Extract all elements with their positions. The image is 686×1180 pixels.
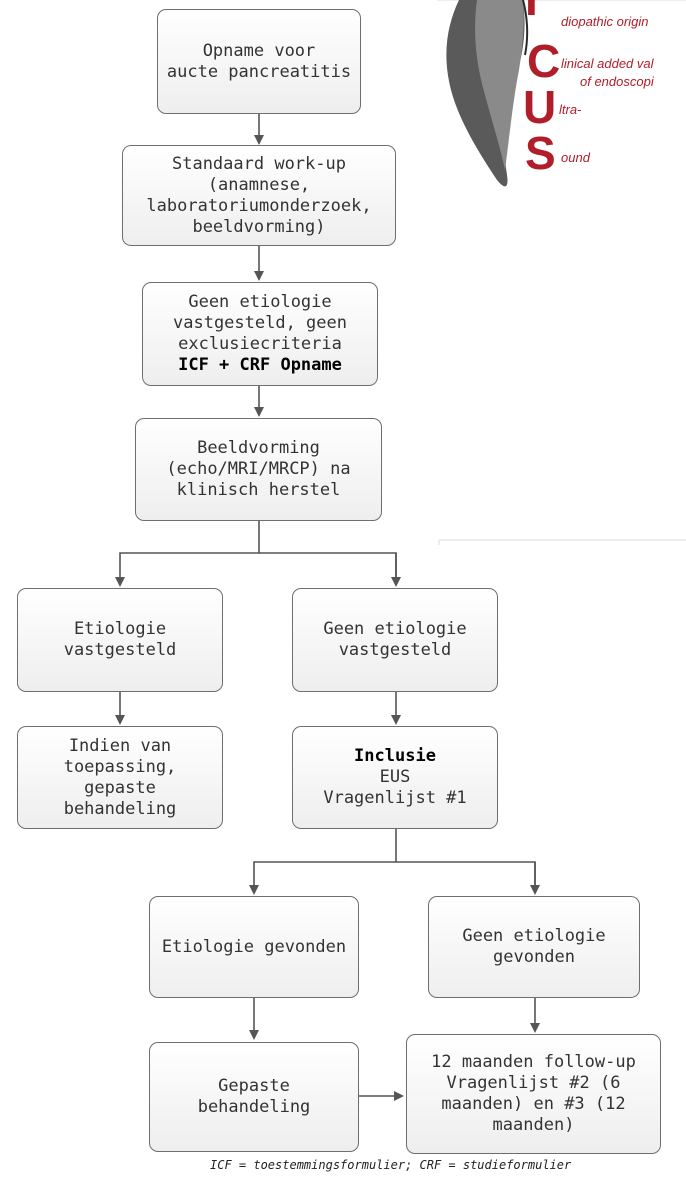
node-admission: Opname voor aucte pancreatitis (157, 9, 361, 114)
node-no-etiology-found-text: Geen etiologie gevonden (462, 926, 606, 967)
node-admission-text: Opname voor aucte pancreatitis (166, 40, 352, 82)
node-no-etiology-found: Geen etiologie gevonden (428, 896, 640, 998)
node-standard-workup: Standaard work-up (anamnese, laboratoriu… (122, 145, 396, 246)
node-imaging-after-recovery: Beeldvorming (echo/MRI/MRCP) na klinisch… (135, 418, 382, 521)
logo-line-sound: ound (561, 150, 590, 165)
node-appropriate-treatment-1-text: Indien van toepassing, gepaste behandeli… (63, 735, 177, 819)
logo-letter-c: C (527, 35, 561, 87)
logo-letter-i: I (525, 0, 538, 22)
logo-line-ultra: ltra- (559, 102, 582, 117)
node-appropriate-treatment-2: Gepaste behandeling (149, 1042, 359, 1152)
node-appropriate-treatment-2-text: Gepaste behandeling (197, 1076, 311, 1117)
logo-line-idiopathic: diopathic origin (561, 14, 649, 29)
node-no-etiology-line-3: exclusiecriteria (178, 334, 342, 354)
node-no-etiology-line-2: vastgesteld, geen (173, 313, 347, 333)
node-standard-workup-text: Standaard work-up (anamnese, laboratoriu… (146, 153, 372, 237)
node-inclusion-line-2: Vragenlijst #1 (323, 788, 467, 808)
node-inclusion-line-1: EUS (379, 767, 411, 787)
node-imaging-text: Beeldvorming (echo/MRI/MRCP) na klinisch… (166, 438, 351, 500)
node-no-etiology-exclusion: Geen etiologie vastgesteld, geen exclusi… (142, 282, 378, 386)
logo-letter-s: S (525, 127, 556, 179)
logo-graphic (437, 0, 686, 545)
node-appropriate-treatment-1: Indien van toepassing, gepaste behandeli… (17, 726, 223, 829)
logo-line-endoscopy: of endoscopi (580, 74, 654, 89)
footnote: ICF = toestemmingsformulier; CRF = studi… (210, 1158, 572, 1172)
node-inclusion-title: Inclusie (354, 746, 436, 766)
node-etiology-established-text: Etiologie vastgesteld (63, 619, 177, 660)
node-etiology-found: Etiologie gevonden (149, 896, 359, 998)
node-etiology-established: Etiologie vastgesteld (17, 588, 223, 692)
node-no-etiology-established-text: Geen etiologie vastgesteld (323, 619, 467, 660)
node-no-etiology-line-1: Geen etiologie (188, 292, 332, 312)
node-follow-up: 12 maanden follow-up Vragenlijst #2 (6 m… (406, 1034, 661, 1154)
logo-panel: I C U S diopathic origin linical added v… (437, 0, 686, 545)
logo-line-clinical: linical added val (561, 56, 654, 71)
node-inclusion: Inclusie EUS Vragenlijst #1 (292, 726, 498, 829)
logo-letter-u: U (523, 81, 557, 133)
node-icf-crf-label: ICF + CRF Opname (178, 355, 342, 375)
node-follow-up-text: 12 maanden follow-up Vragenlijst #2 (6 m… (431, 1052, 636, 1135)
node-no-etiology-established: Geen etiologie vastgesteld (292, 588, 498, 692)
node-etiology-found-text: Etiologie gevonden (161, 936, 347, 957)
